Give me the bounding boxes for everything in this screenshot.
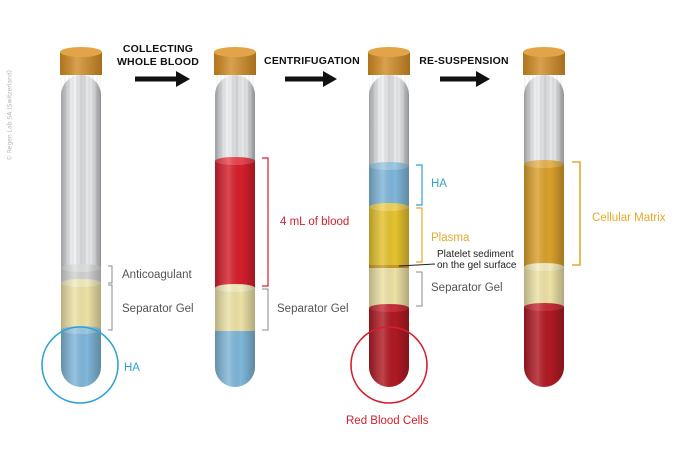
step-collecting-line-1: COLLECTING	[122, 43, 194, 55]
label-platelet-sediment: Platelet sediment on the gel surface	[437, 249, 517, 271]
step-collecting-line-2: WHOLE BLOOD	[116, 56, 200, 68]
bracket-plasma	[416, 207, 423, 263]
copyright-notice: © Regen Lab SA (Switzerland)	[6, 69, 14, 162]
tube-2-cap-top	[214, 47, 256, 57]
step-resuspension-label: RE-SUSPENSION	[419, 55, 509, 67]
label-platelet-sediment-line-2: on the gel surface	[437, 260, 517, 271]
tube-1-cap-top	[60, 47, 102, 57]
tube-2-shading	[215, 75, 255, 387]
bracket-separator-gel-1	[108, 284, 113, 331]
bracket-separator-gel-3	[416, 271, 423, 307]
tube-2	[214, 47, 256, 387]
tube-3-cap-shade	[368, 52, 410, 75]
tube-3	[350, 47, 428, 404]
bracket-cellular-matrix	[572, 161, 581, 266]
step-centrifugation-label: CENTRIFUGATION	[264, 55, 360, 67]
tube-4-shading	[524, 75, 564, 387]
arrow-collecting	[135, 71, 190, 87]
label-ha-3: HA	[431, 178, 447, 190]
bracket-separator-gel-2	[262, 288, 269, 331]
tube-4-cap-top	[523, 47, 565, 57]
tube-1-shading	[61, 75, 101, 387]
label-separator-gel-1: Separator Gel	[122, 303, 194, 315]
label-blood-volume: 4 mL of blood	[280, 216, 350, 228]
step-collecting-label: COLLECTING WHOLE BLOOD	[112, 43, 204, 69]
label-separator-gel-2: Separator Gel	[277, 303, 349, 315]
label-red-blood-cells: Red Blood Cells	[346, 415, 429, 427]
pointer-platelet-sediment	[398, 263, 436, 267]
label-separator-gel-3: Separator Gel	[431, 282, 503, 294]
tube-1-ha-highlight-circle	[41, 326, 119, 404]
bracket-blood-volume	[262, 157, 269, 287]
label-anticoagulant: Anticoagulant	[122, 269, 192, 281]
tube-3-shading	[369, 75, 409, 387]
tube-3-rbc-highlight-circle	[350, 326, 428, 404]
label-platelet-sediment-line-1: Platelet sediment	[437, 249, 514, 260]
tube-4	[523, 47, 565, 387]
arrow-centrifugation	[285, 71, 337, 87]
label-ha-1: HA	[124, 362, 140, 374]
label-cellular-matrix: Cellular Matrix	[592, 212, 666, 224]
tube-4-cap-shade	[523, 52, 565, 75]
tube-1	[41, 47, 119, 404]
label-plasma: Plasma	[431, 232, 470, 244]
arrow-resuspension	[440, 71, 490, 87]
tube-3-cap-top	[368, 47, 410, 57]
bracket-ha-3	[416, 164, 423, 206]
tube-1-cap-shade	[60, 52, 102, 75]
tube-2-cap-shade	[214, 52, 256, 75]
bracket-anticoagulant	[108, 265, 113, 284]
